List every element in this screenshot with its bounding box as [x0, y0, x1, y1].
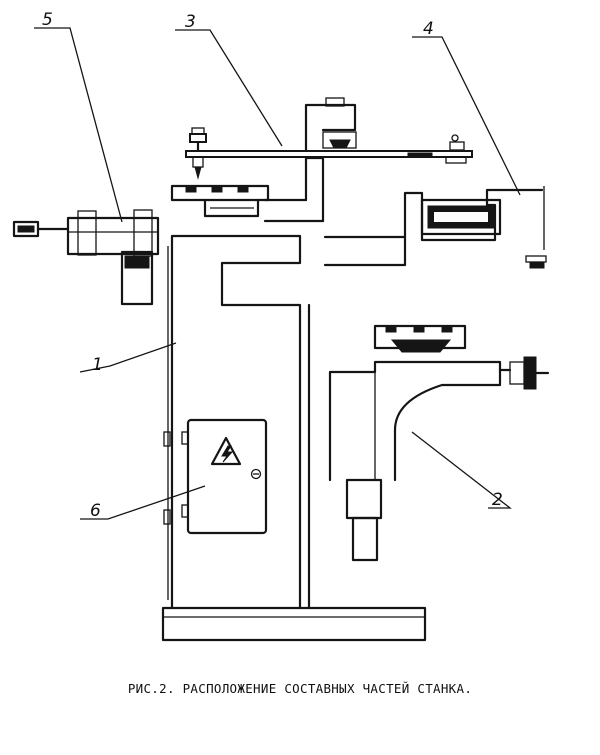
callout-2: 2 — [492, 490, 503, 510]
horizontal-arm — [185, 134, 473, 164]
leader-lines — [34, 27, 521, 520]
rotary-table-support — [328, 324, 550, 562]
callout-3: 3 — [185, 12, 196, 32]
machine-base — [161, 606, 427, 642]
callout-1: 1 — [92, 355, 103, 375]
arm-end-fitting — [445, 134, 467, 164]
head-bracket — [263, 97, 357, 223]
carriage-guide — [323, 186, 547, 269]
left-table — [170, 184, 270, 218]
warning-triangle-icon — [210, 436, 242, 466]
callout-6: 6 — [90, 501, 101, 521]
callout-4: 4 — [423, 19, 434, 39]
drive-unit — [12, 209, 160, 306]
machine-bed — [163, 234, 311, 610]
drill-spindle — [189, 127, 207, 180]
figure-caption: РИС.2. РАСПОЛОЖЕНИЕ СОСТАВНЫХ ЧАСТЕЙ СТА… — [127, 681, 473, 696]
door-lock-icon — [250, 468, 262, 480]
callout-5: 5 — [42, 10, 53, 30]
electrical-cabinet — [181, 418, 268, 535]
